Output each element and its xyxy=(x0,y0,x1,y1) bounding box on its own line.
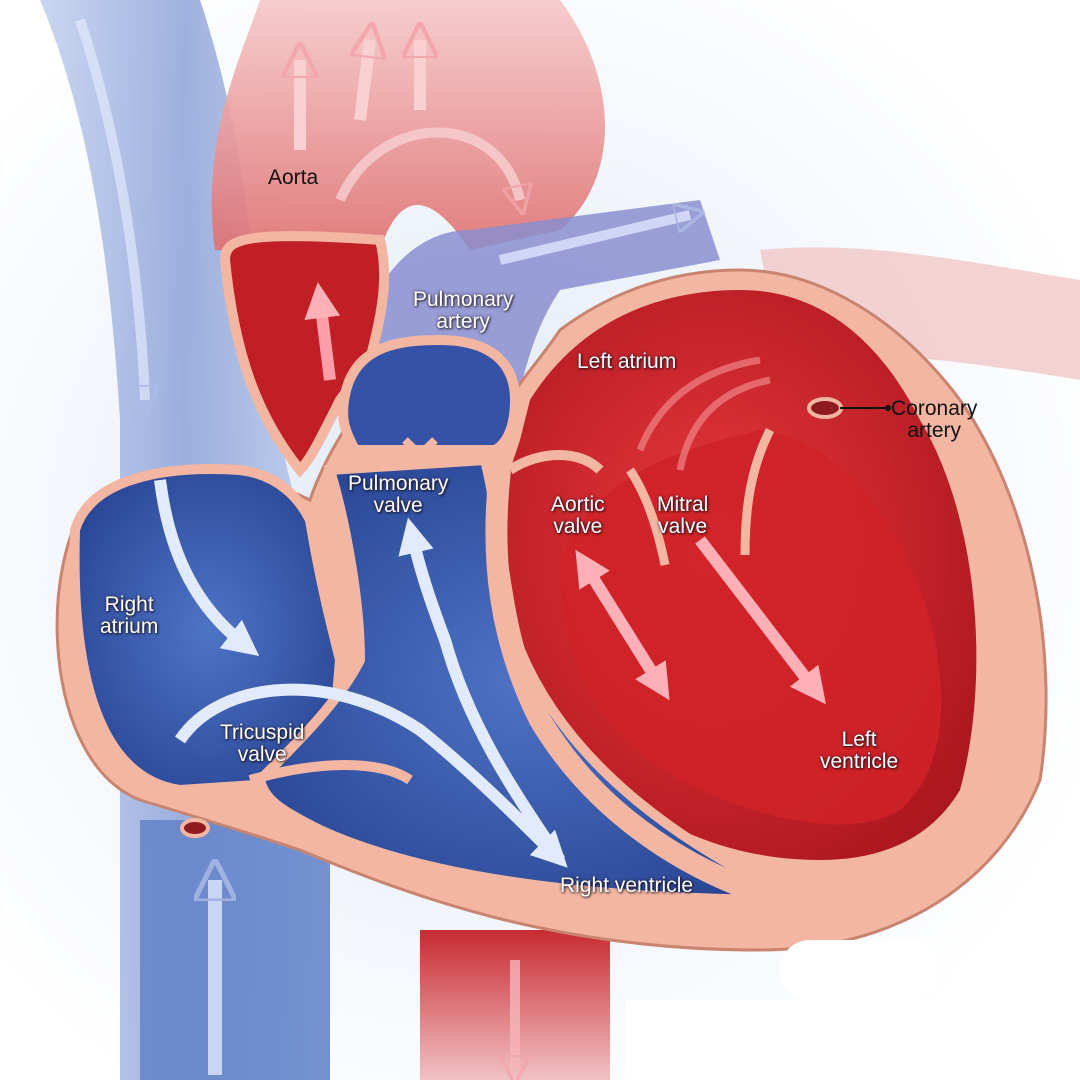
label-mitral-valve: Mitral valve xyxy=(657,493,709,538)
label-pulmonary-artery: Pulmonary artery xyxy=(413,288,514,333)
label-left-atrium: Left atrium xyxy=(577,350,677,373)
aortic-valve-leaflet xyxy=(507,450,604,475)
label-right-ventricle: Right ventricle xyxy=(560,874,694,897)
label-right-atrium: Right atrium xyxy=(100,593,159,638)
aorta-arch-arrow xyxy=(335,127,520,201)
right-atrium-chamber xyxy=(69,464,346,796)
pulmonary-vein-streak-1 xyxy=(636,356,761,452)
right-coronary-opening xyxy=(180,818,210,838)
pulmonary-trunk xyxy=(338,334,521,455)
inferior-vena-cava xyxy=(140,820,330,1080)
ascending-aorta-arrow xyxy=(304,282,341,381)
tricuspid-flow-arrow xyxy=(175,683,568,868)
vena-cava-flow-arrow xyxy=(75,18,145,400)
label-coronary-artery: Coronary artery xyxy=(891,397,978,442)
white-patch-bottom xyxy=(625,1000,1080,1080)
pulmonary-vein-streak-2 xyxy=(676,376,771,471)
label-tricuspid-valve: Tricuspid valve xyxy=(220,721,305,766)
pulmonary-artery-arrow xyxy=(498,215,690,265)
label-aorta: Aorta xyxy=(268,166,319,189)
pulmonary-valve-leaflet xyxy=(402,437,438,461)
ventricular-septum xyxy=(485,468,803,916)
label-aortic-valve: Aortic valve xyxy=(551,493,605,538)
label-left-ventricle: Left ventricle xyxy=(820,728,899,773)
tricuspid-valve-leaflet xyxy=(248,760,413,785)
label-pulmonary-valve: Pulmonary valve xyxy=(348,472,449,517)
mitral-flow-arrow xyxy=(695,536,826,705)
coronary-artery-opening xyxy=(807,397,843,419)
pulmonary-valve-flow-arrow xyxy=(398,517,565,864)
white-patch xyxy=(780,940,940,1000)
aortic-flow-arrow xyxy=(575,549,670,701)
mitral-valve-leaflet-2 xyxy=(740,427,775,556)
aorta-branch-arrow-2 xyxy=(360,40,370,121)
coronary-pointer-dot xyxy=(885,405,891,411)
right-atrium-flow-arrow xyxy=(154,479,260,657)
